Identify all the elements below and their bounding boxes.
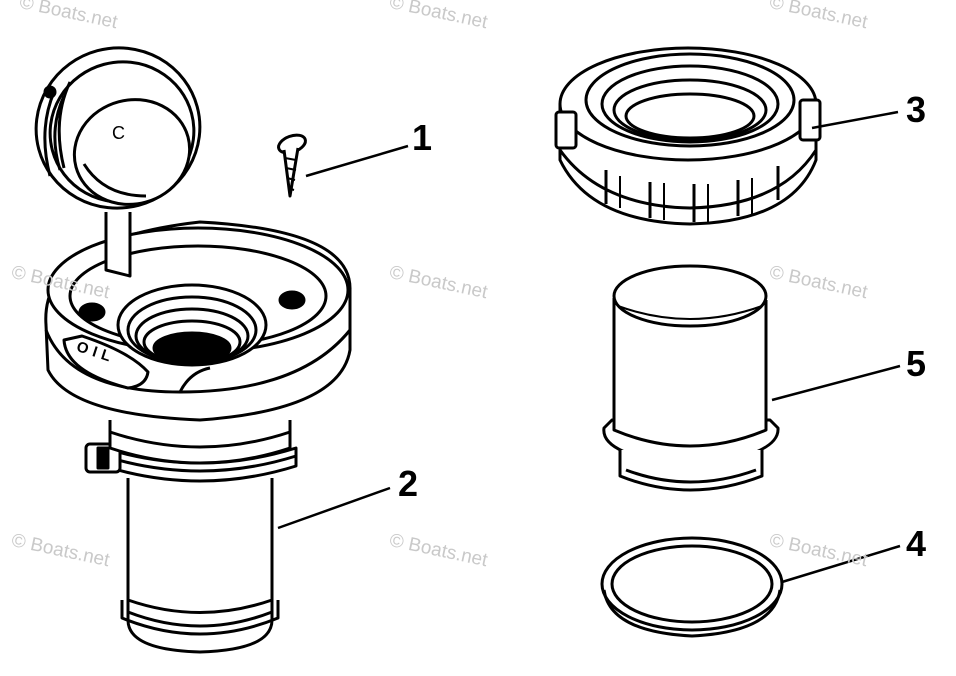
sealing-ring <box>600 536 784 638</box>
leader-line-4 <box>781 544 901 584</box>
adapter-tube <box>602 264 780 492</box>
callout-5: 5 <box>906 343 927 384</box>
callout-1: 1 <box>412 117 433 158</box>
callout-2: 2 <box>398 463 419 504</box>
cap-letter: C <box>112 123 125 143</box>
leader-line-2 <box>277 486 391 530</box>
leader-lines <box>277 110 901 584</box>
leader-line-1 <box>305 144 409 178</box>
callout-4: 4 <box>906 523 927 564</box>
collar-nut <box>554 46 822 226</box>
fill-fitting-assembly <box>34 46 352 654</box>
screw <box>277 133 307 198</box>
callout-3: 3 <box>906 89 927 130</box>
leader-line-5 <box>771 364 901 402</box>
leader-line-3 <box>811 110 899 130</box>
